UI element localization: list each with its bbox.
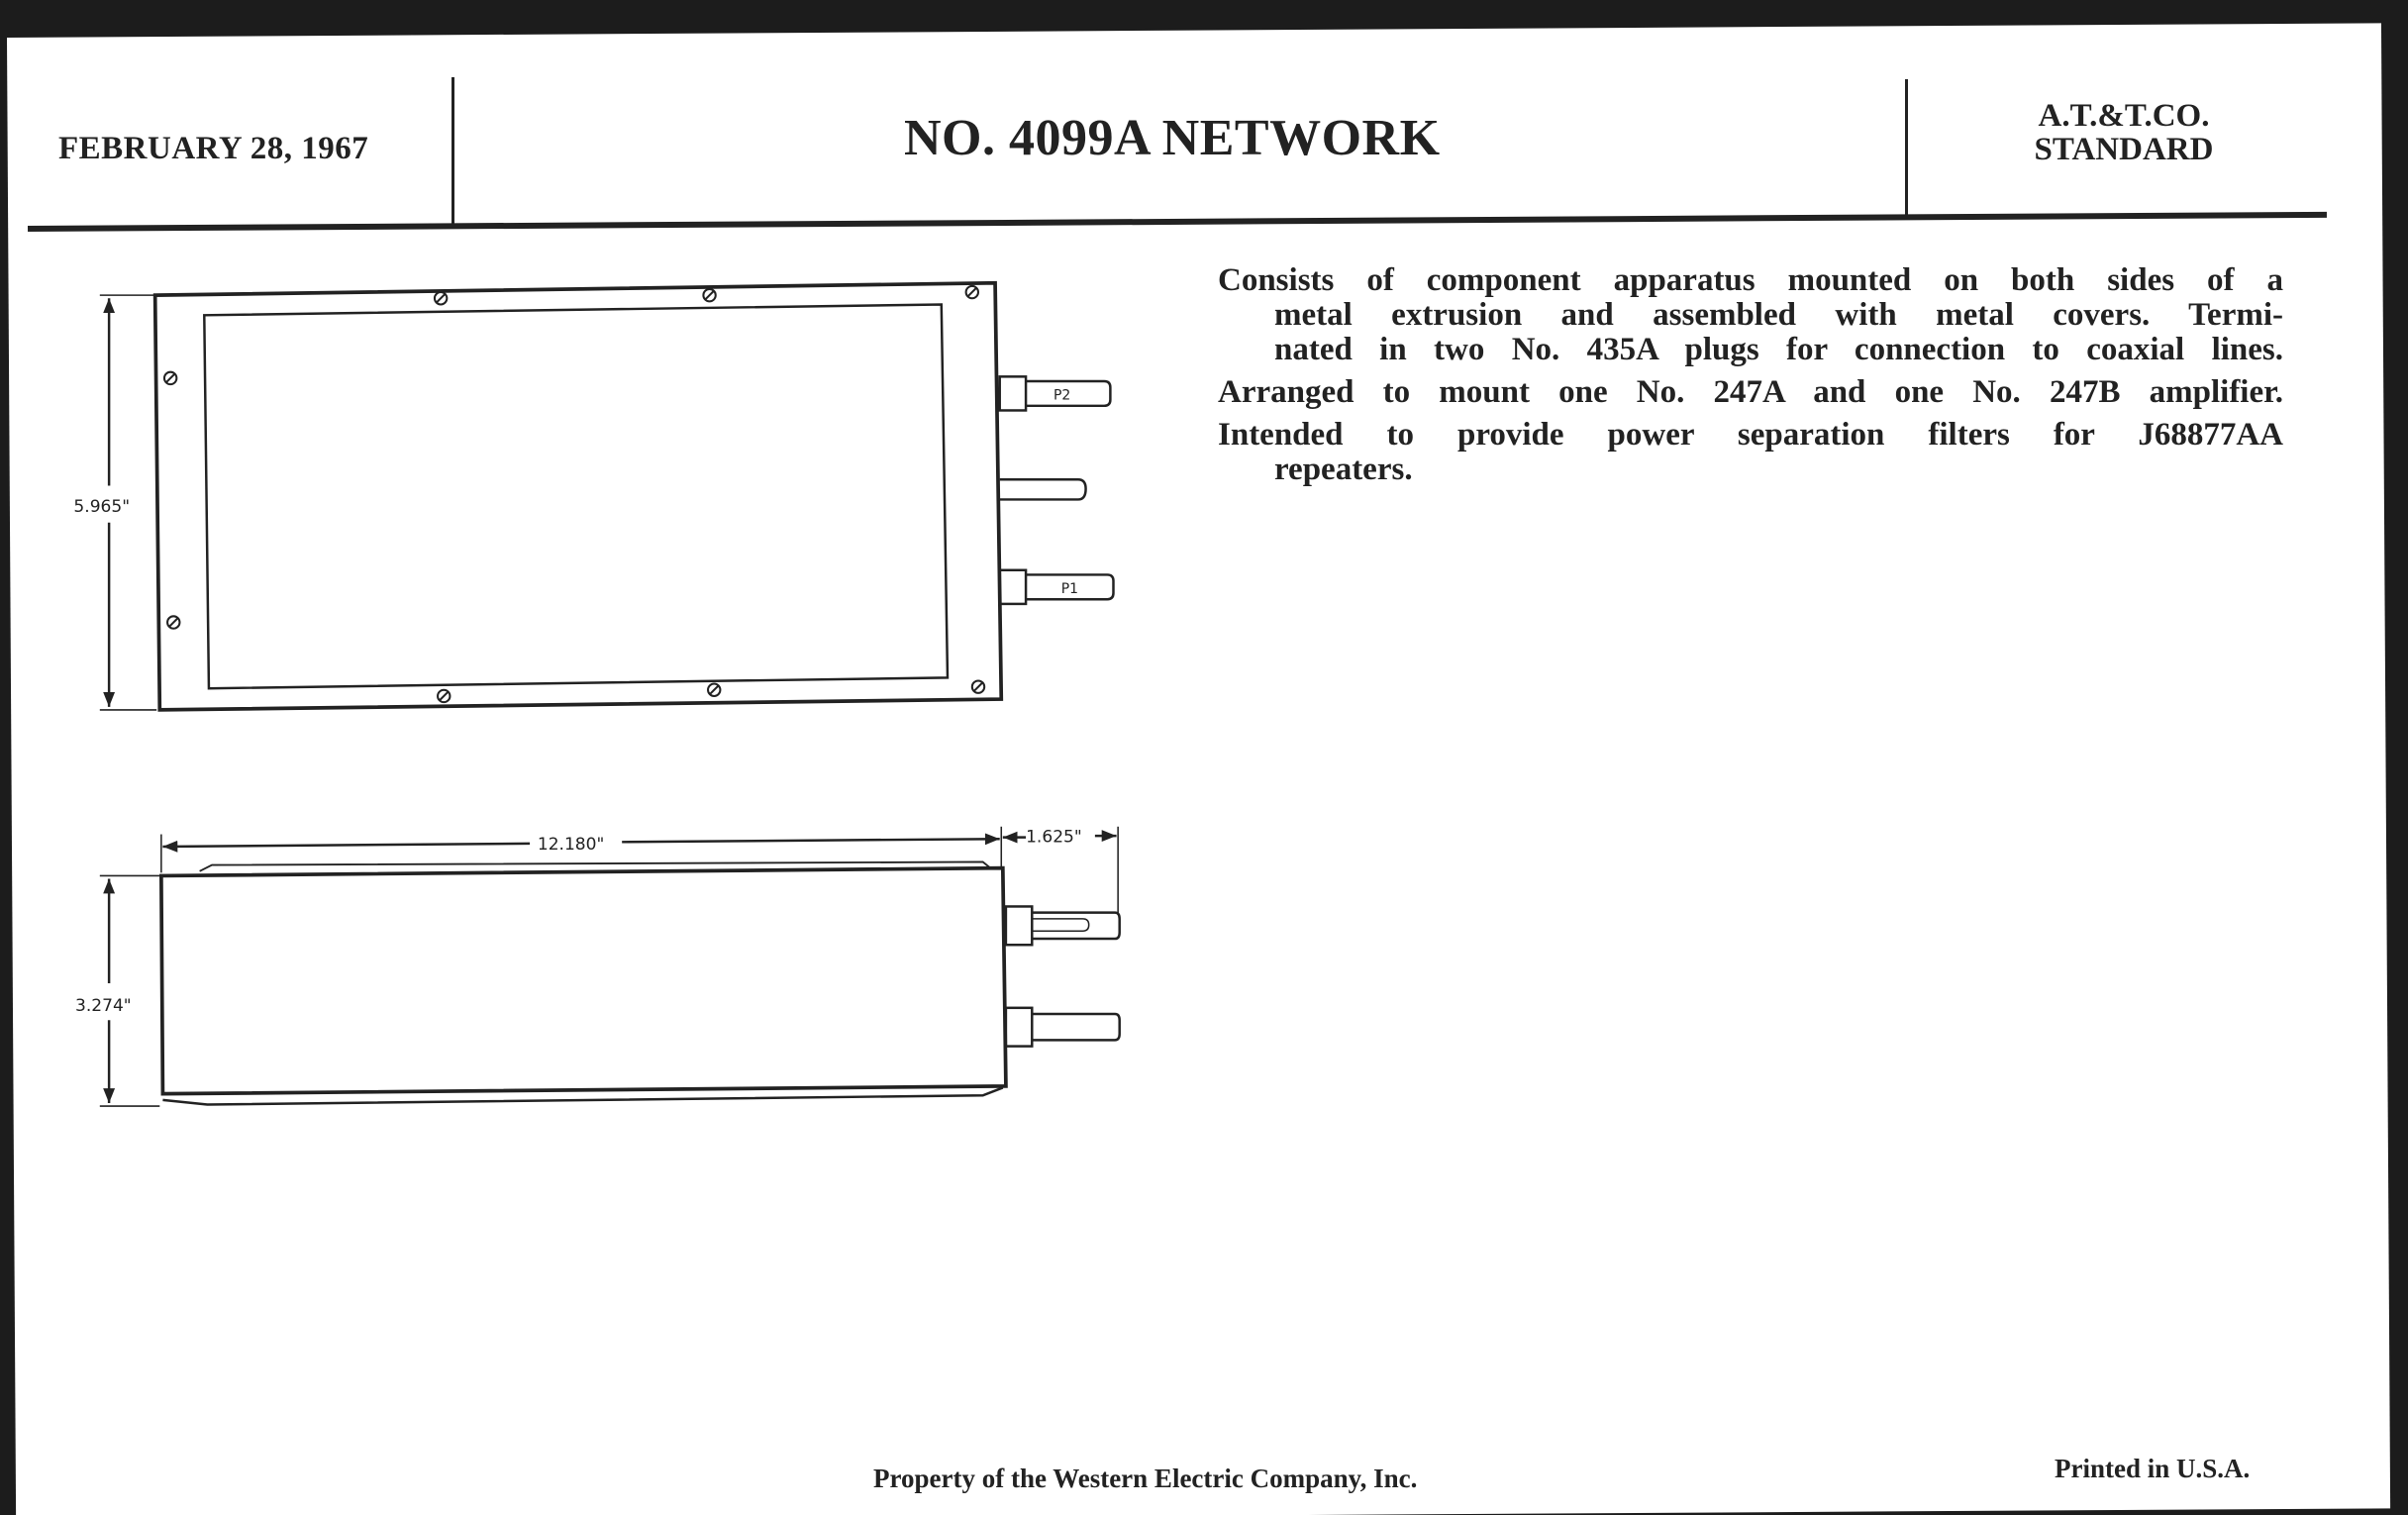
description: Consists of component apparatus mounted … (1218, 263, 2283, 495)
terminal-rod (999, 478, 1087, 501)
description-paragraph: Intended to provide power separation fil… (1218, 418, 2283, 487)
header-divider (1905, 79, 1908, 216)
plug-label-p2: P2 (1054, 388, 1070, 404)
text-line: Intended to provide power separation fil… (1218, 417, 2283, 453)
height-dimension-top: 5.965" (73, 497, 130, 517)
plug-p1 (998, 568, 1115, 606)
text-line: metal extrusion and assembled with metal… (1274, 297, 2283, 333)
standard-label: A.T.&T.CO. STANDARD (2010, 99, 2238, 166)
page-title: NO. 4099A NETWORK (904, 110, 1441, 166)
side-view-outline (158, 865, 1008, 1096)
plug-label-p1: P1 (1061, 581, 1078, 597)
plug-upper (1004, 905, 1121, 947)
property-notice: Property of the Western Electric Company… (873, 1464, 1418, 1493)
plug-p2 (998, 375, 1112, 412)
top-view-cover (203, 303, 950, 690)
document-date: FEBRUARY 28, 1967 (58, 131, 369, 166)
length-dimension: 12.180" (538, 835, 605, 855)
text-line: nated in two No. 435A plugs for connecti… (1274, 332, 2283, 367)
standard-line1: A.T.&T.CO. (2038, 98, 2210, 134)
side-view (99, 826, 1121, 1107)
plug-length-dimension: 1.625" (1026, 827, 1082, 847)
text-line: Consists of component apparatus mounted … (1218, 262, 2283, 298)
header-divider (452, 77, 454, 224)
description-paragraph: Consists of component apparatus mounted … (1218, 263, 2283, 367)
top-view (99, 280, 1115, 712)
description-paragraph: Arranged to mount one No. 247A and one N… (1218, 375, 2283, 410)
text-line: repeaters. (1274, 452, 1413, 487)
plug-lower (1004, 1006, 1121, 1048)
height-dimension-side: 3.274" (75, 996, 132, 1016)
standard-line2: STANDARD (2034, 132, 2214, 167)
printed-notice: Printed in U.S.A. (2055, 1454, 2251, 1483)
text-line: Arranged to mount one No. 247A and one N… (1218, 374, 2283, 410)
top-view-outline (152, 280, 1004, 712)
screw-icon (162, 284, 986, 704)
